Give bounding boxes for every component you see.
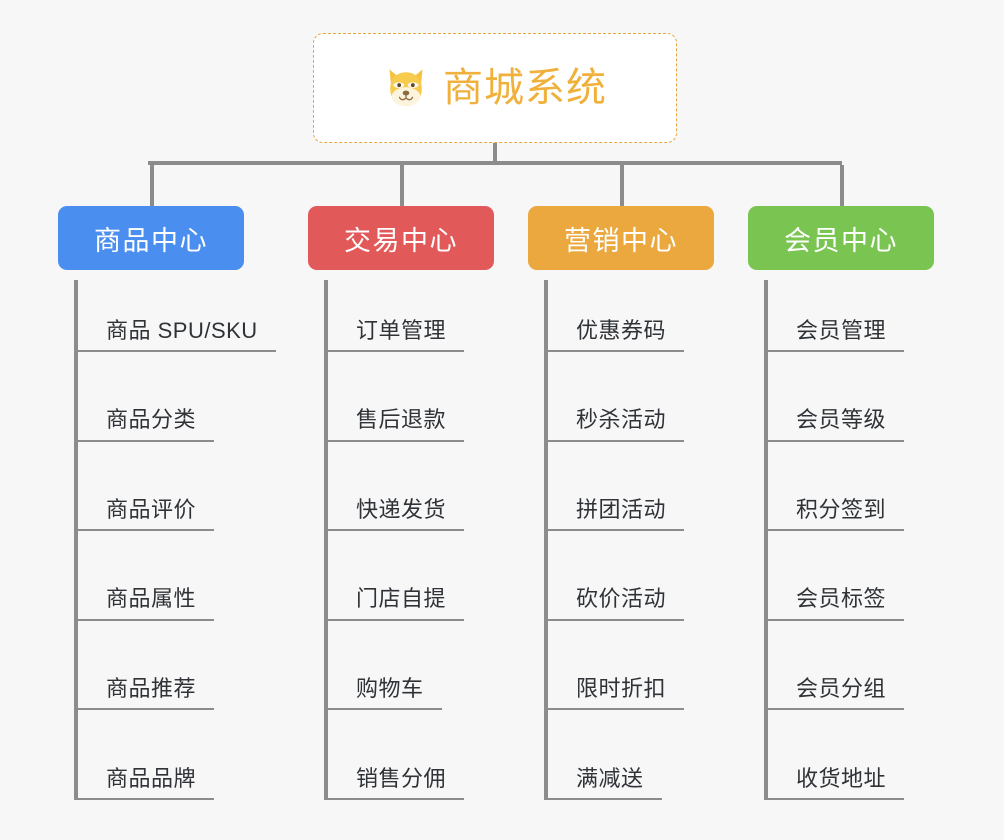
leaf-label: 满减送 [576, 765, 644, 791]
leaf-item[interactable]: 订单管理 [324, 302, 465, 352]
leaf-item[interactable]: 会员标签 [764, 571, 905, 621]
leaf-label: 收货地址 [796, 765, 887, 791]
leaf-item[interactable]: 限时折扣 [544, 660, 685, 711]
root-title: 商城系统 [443, 66, 607, 110]
leaf-label: 商品品牌 [106, 765, 197, 791]
leaf-label: 快递发货 [356, 496, 447, 522]
leaf-label: 会员标签 [796, 586, 887, 612]
leaf-label: 商品 SPU/SKU [106, 317, 258, 343]
leaf-label: 商品分类 [106, 407, 197, 433]
leaf-item[interactable]: 商品品牌 [74, 750, 215, 800]
branch-spine [324, 280, 328, 800]
category-header-marketing-center[interactable]: 营销中心 [528, 206, 714, 270]
branch-spine [74, 280, 78, 800]
leaf-label: 商品推荐 [106, 675, 197, 701]
leaf-item[interactable]: 商品属性 [74, 571, 215, 621]
leaf-label: 购物车 [356, 675, 424, 701]
leaf-label: 优惠券码 [576, 317, 667, 343]
leaf-label: 售后退款 [356, 407, 447, 433]
connector-root-stub [493, 143, 497, 165]
connector-branch-drop [840, 165, 844, 206]
leaf-label: 砍价活动 [576, 586, 667, 612]
leaf-label: 拼团活动 [576, 496, 667, 522]
leaf-item[interactable]: 商品评价 [74, 481, 215, 532]
leaf-label: 会员管理 [796, 317, 887, 343]
leaf-item[interactable]: 快递发货 [324, 481, 465, 532]
leaf-item[interactable]: 会员分组 [764, 660, 905, 711]
connector-branch-drop [400, 165, 404, 206]
leaf-label: 会员等级 [796, 407, 887, 433]
connector-horizontal-bus [148, 161, 842, 165]
leaf-item[interactable]: 砍价活动 [544, 571, 685, 621]
leaf-item[interactable]: 会员等级 [764, 392, 905, 442]
leaf-item[interactable]: 售后退款 [324, 392, 465, 442]
leaf-item[interactable]: 商品分类 [74, 392, 215, 442]
leaf-label: 销售分佣 [356, 765, 447, 791]
leaf-item[interactable]: 秒杀活动 [544, 392, 685, 442]
category-header-trade-center[interactable]: 交易中心 [308, 206, 494, 270]
leaf-label: 商品属性 [106, 586, 197, 612]
leaf-item[interactable]: 满减送 [544, 750, 662, 800]
leaf-item[interactable]: 优惠券码 [544, 302, 685, 352]
root-node[interactable]: 商城系统 [313, 33, 677, 143]
leaf-label: 限时折扣 [576, 675, 667, 701]
leaf-item[interactable]: 收货地址 [764, 750, 905, 800]
connector-branch-drop [620, 165, 624, 206]
leaf-item[interactable]: 拼团活动 [544, 481, 685, 532]
leaf-label: 订单管理 [356, 317, 447, 343]
branch-spine [544, 280, 548, 800]
leaf-item[interactable]: 商品推荐 [74, 660, 215, 711]
leaf-label: 秒杀活动 [576, 407, 667, 433]
branch-spine [764, 280, 768, 800]
leaf-label: 商品评价 [106, 496, 197, 522]
category-header-member-center[interactable]: 会员中心 [748, 206, 934, 270]
leaf-item[interactable]: 购物车 [324, 660, 442, 711]
leaf-label: 会员分组 [796, 675, 887, 701]
leaf-label: 积分签到 [796, 496, 887, 522]
connector-branch-drop [150, 165, 154, 206]
leaf-label: 门店自提 [356, 586, 447, 612]
leaf-item[interactable]: 门店自提 [324, 571, 465, 621]
shiba-inu-dog-face-icon [389, 69, 423, 106]
leaf-item[interactable]: 销售分佣 [324, 750, 465, 800]
leaf-item[interactable]: 会员管理 [764, 302, 905, 352]
category-header-product-center[interactable]: 商品中心 [58, 206, 244, 270]
leaf-item[interactable]: 积分签到 [764, 481, 905, 532]
leaf-item[interactable]: 商品 SPU/SKU [74, 302, 276, 352]
